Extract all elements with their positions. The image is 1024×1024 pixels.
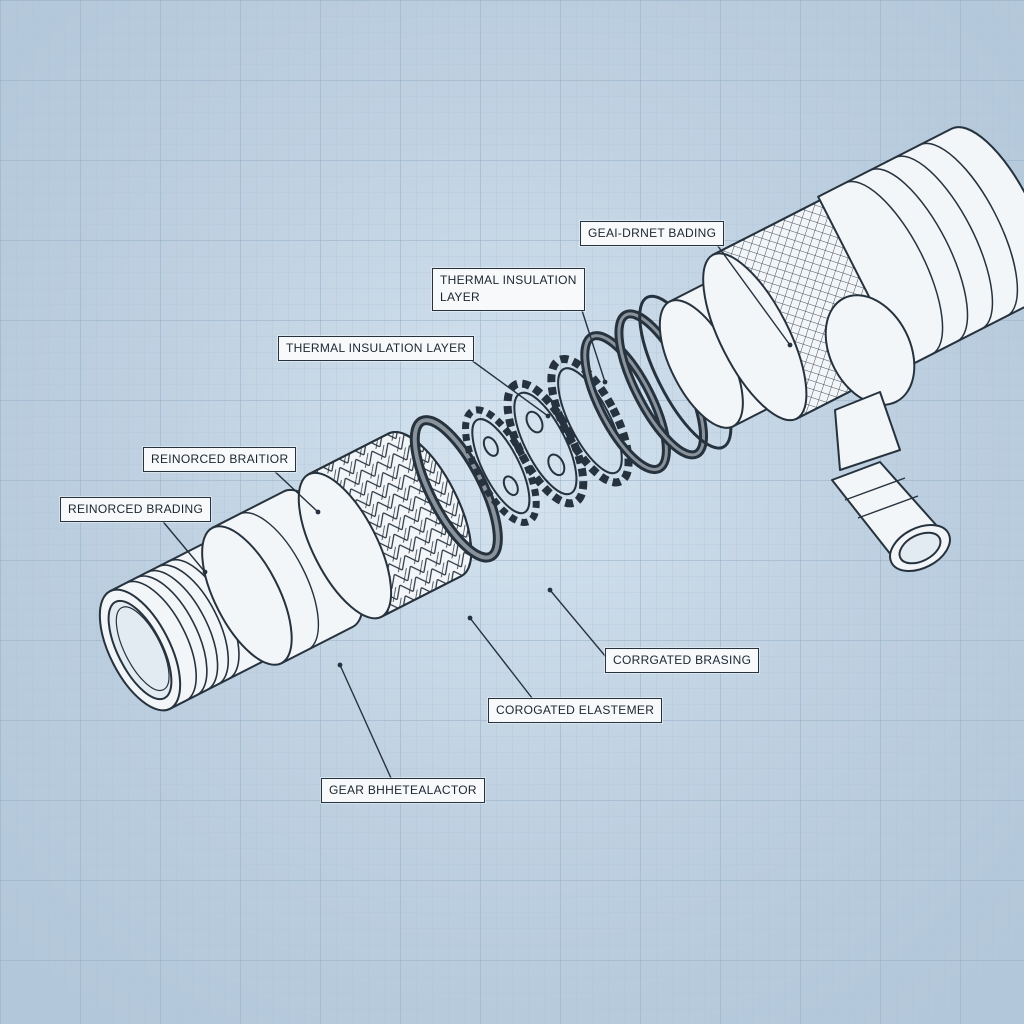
gear-wheel-a: [462, 406, 540, 526]
label-gear-driven-braiding: GEAI-DRNET BADING: [580, 221, 725, 247]
label-thermal-insulation-top: THERMAL INSULATION LAYER: [432, 268, 585, 311]
elbow-outlet: [824, 294, 951, 572]
label-text: GEAI-DRNET BADING: [588, 226, 717, 240]
label-text: REINORCED BRADING: [68, 502, 204, 516]
separator-ring-b: [580, 331, 671, 475]
label-corrugated-elastemer: COROGATED ELASTEMER: [488, 698, 663, 724]
outlet-nut: [831, 461, 951, 572]
separator-ring-a: [409, 415, 503, 563]
label-text: THERMAL INSULATION LAYER: [286, 341, 467, 355]
label-reinforced-braitior: REINORCED BRAITIOR: [143, 447, 297, 473]
label-text-line-2: LAYER: [440, 290, 480, 305]
label-text: GEAR BHHETEALACTOR: [329, 783, 477, 797]
label-text: COROGATED ELASTEMER: [496, 703, 655, 717]
leader-arrowheads: [202, 342, 793, 668]
gear-wheel-b: [503, 379, 588, 508]
label-text-line-1: THERMAL INSULATION: [440, 273, 577, 287]
leader-lines: [159, 237, 791, 788]
label-thermal-insulation-layer: THERMAL INSULATION LAYER: [278, 336, 475, 362]
label-reinforced-brading: REINORCED BRADING: [60, 497, 212, 523]
label-gear-actuator: GEAR BHHETEALACTOR: [321, 778, 485, 804]
label-text: REINORCED BRAITIOR: [151, 452, 289, 466]
label-text: CORRGATED BRASING: [613, 653, 752, 667]
braided-sleeve: [297, 430, 473, 620]
label-corrugated-brasing: CORRGATED BRASING: [605, 648, 760, 674]
